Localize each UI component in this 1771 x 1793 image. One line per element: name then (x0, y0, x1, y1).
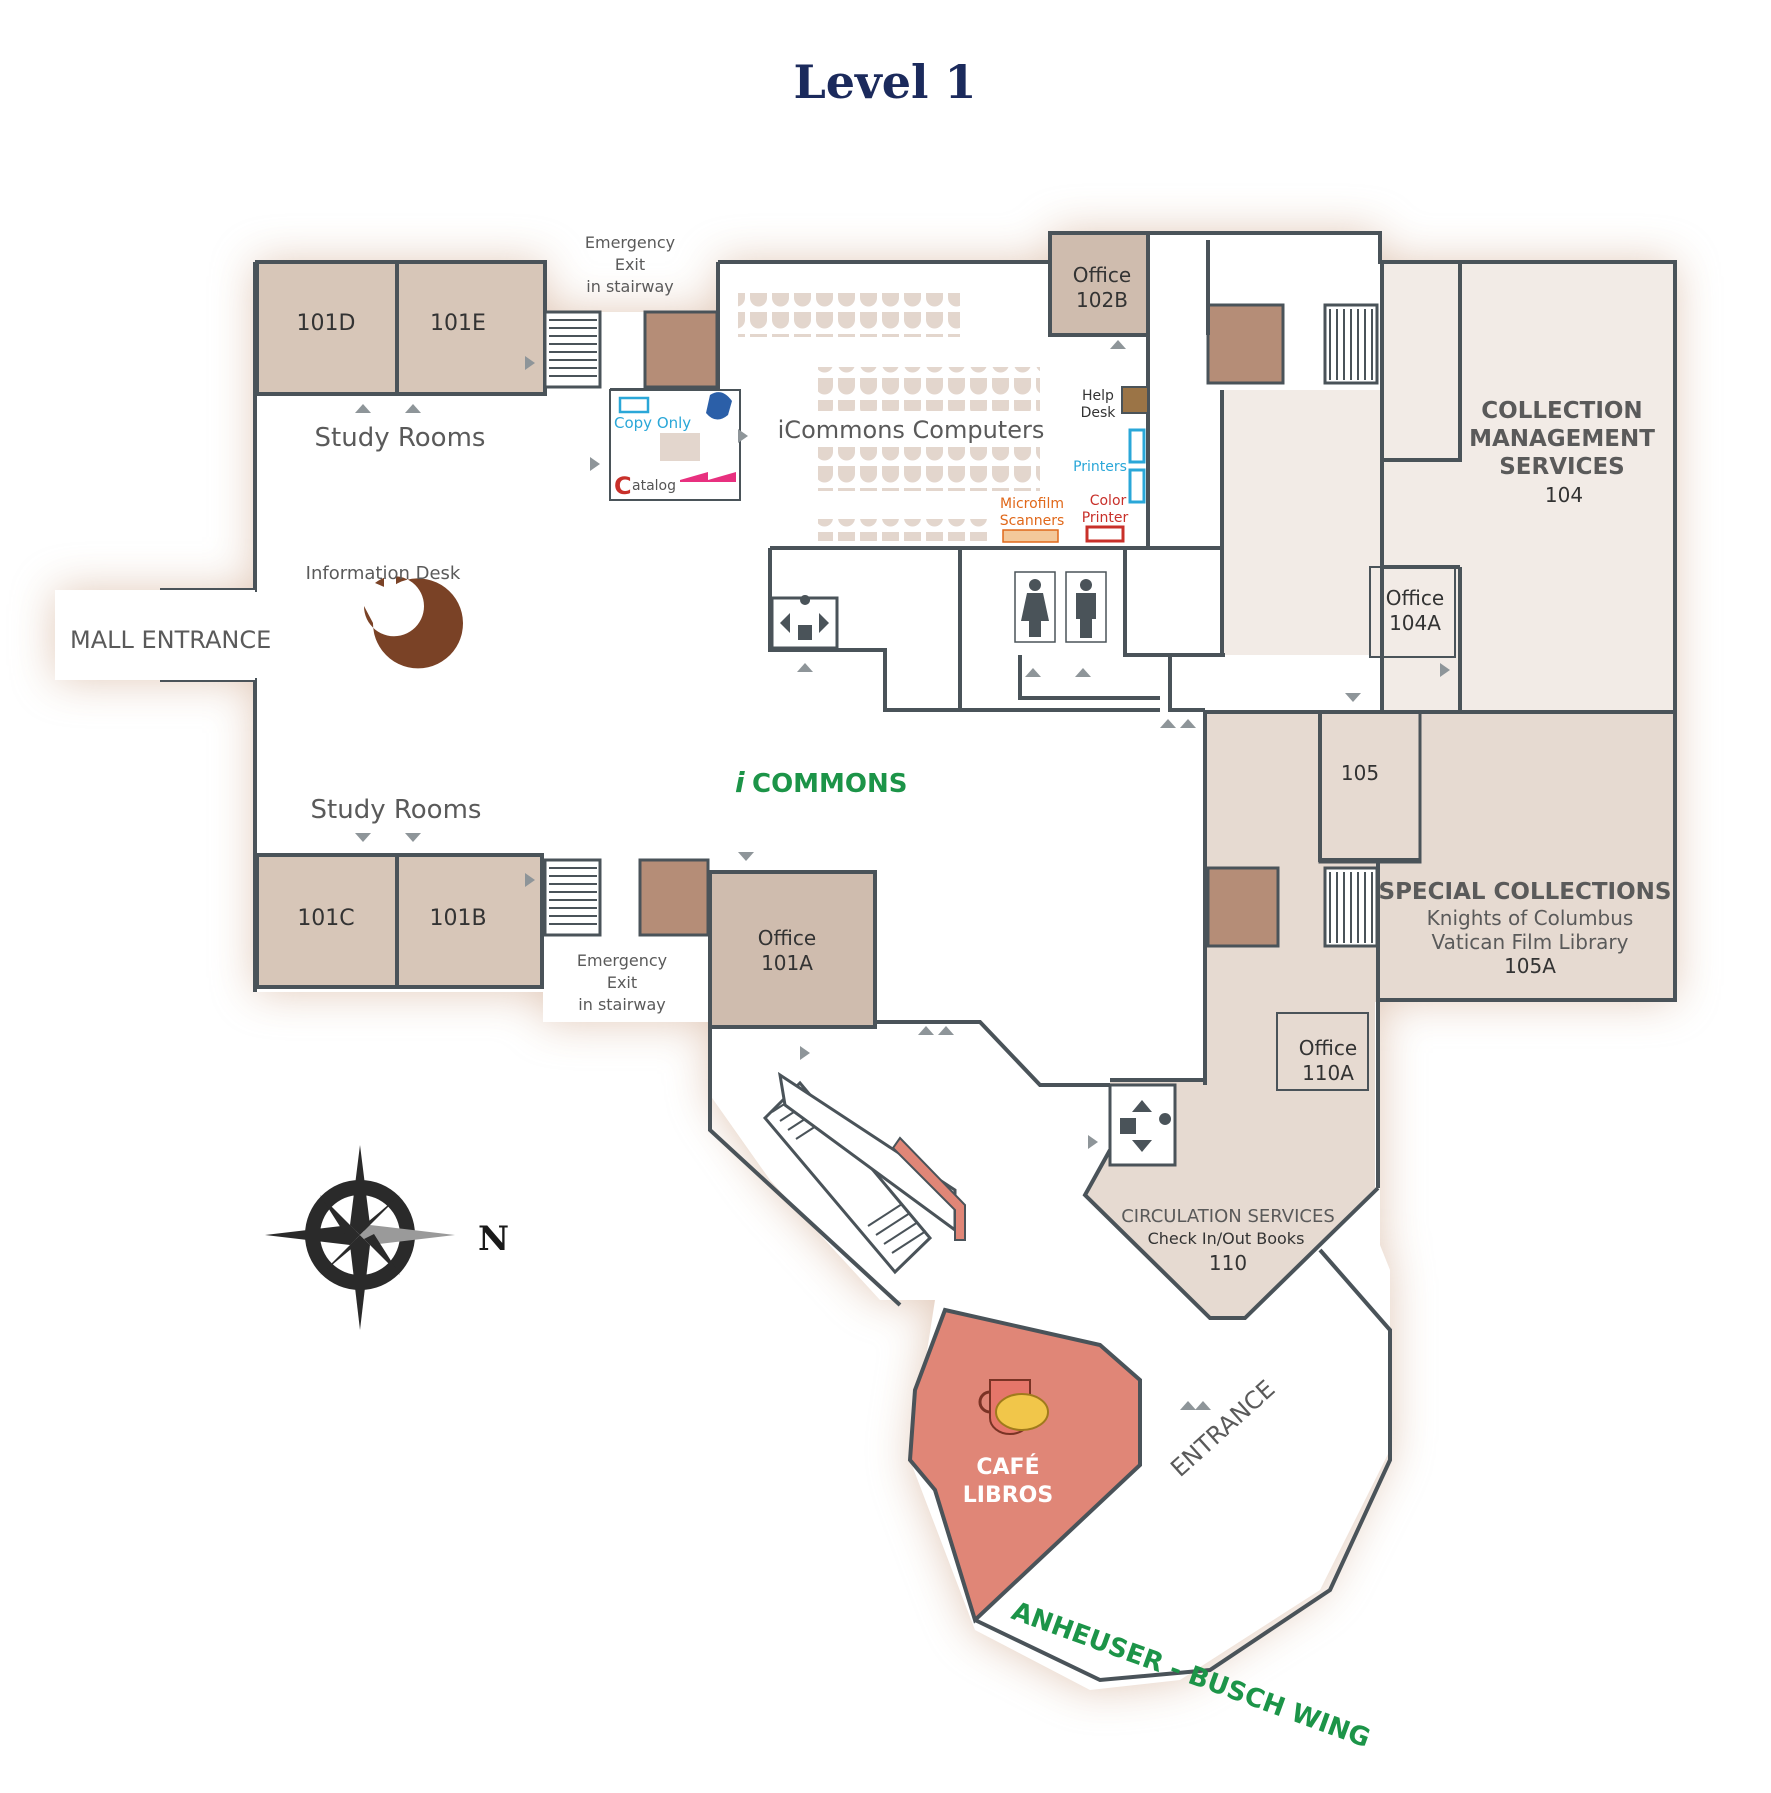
microfilm-label-2: Scanners (1000, 513, 1065, 529)
information-desk-label: Information Desk (306, 563, 461, 584)
room-101e-label: 101E (430, 311, 486, 336)
room-101b-label: 101B (429, 906, 486, 931)
room-101e[interactable] (395, 260, 547, 396)
emergency-exit-top-1: Emergency (585, 233, 675, 252)
printer-icon-1[interactable] (1128, 428, 1146, 464)
direction-arrows (355, 340, 1450, 1410)
emergency-exit-bottom-1: Emergency (577, 951, 667, 970)
emergency-exit-bottom-2: Exit (607, 973, 637, 992)
cafe-libros[interactable] (907, 1307, 1142, 1624)
icommons-computers-label: iCommons Computers (778, 416, 1045, 444)
room-101c-label: 101C (297, 906, 354, 931)
catalog-label: atalog (632, 478, 676, 494)
office-102b[interactable] (1048, 231, 1150, 337)
room-101d-label: 101D (297, 311, 356, 336)
office-104a-label-2: 104A (1389, 611, 1441, 635)
icommons-label: COMMONS (752, 769, 908, 799)
circulation-area (1085, 940, 1375, 1318)
emergency-exit-top-2: Exit (615, 255, 645, 274)
microfilm-scanner-icon[interactable] (1002, 529, 1059, 543)
study-rooms-label-top: Study Rooms (315, 423, 486, 453)
stairs-mid-right (1206, 866, 1379, 948)
compass-rose-icon (265, 1145, 455, 1330)
copier-icon[interactable] (618, 396, 650, 414)
color-printer-label-1: Color (1090, 493, 1127, 509)
back-hall-area (1222, 390, 1382, 655)
office-102b-label-2: 102B (1076, 288, 1128, 312)
study-rooms-label-bottom: Study Rooms (311, 795, 482, 825)
help-desk-icon[interactable] (1121, 386, 1149, 414)
billiken-icon (706, 392, 732, 420)
collection-label-2: MANAGEMENT (1469, 426, 1655, 452)
copy-only-label: Copy Only (614, 414, 691, 432)
icommons-label-i: i (735, 766, 745, 799)
restroom-men-icon[interactable] (1065, 571, 1107, 643)
help-desk-label-2: Desk (1081, 405, 1117, 421)
information-desk-icon[interactable] (363, 576, 463, 669)
circulation-label-3: 110 (1209, 1251, 1247, 1275)
catalog-terminals-icon[interactable] (680, 472, 736, 482)
elevator-icon-top[interactable] (770, 595, 839, 650)
elevator-icon-bottom[interactable] (1108, 1083, 1177, 1167)
special-collections-label-2: Knights of Columbus (1427, 906, 1634, 930)
mall-entrance-area[interactable] (55, 590, 255, 680)
coffee-mug-icon (978, 1379, 1049, 1435)
microfilm-label-1: Microfilm (1000, 496, 1064, 512)
office-104a-label-1: Office (1386, 586, 1444, 610)
printer-icon-2[interactable] (1128, 468, 1146, 504)
office-101a-label-1: Office (758, 926, 816, 950)
cafe-label-2: LIBROS (963, 1483, 1053, 1508)
office-110a-label-1: Office (1299, 1036, 1357, 1060)
circulation-label-2: Check In/Out Books (1148, 1229, 1305, 1248)
office-110a-label-2: 110A (1302, 1061, 1354, 1085)
printers-label: Printers (1073, 459, 1127, 475)
color-printer-label-2: Printer (1082, 510, 1129, 526)
color-printer-icon[interactable] (1085, 525, 1125, 543)
stairs-top-right (1206, 303, 1379, 385)
room-105-label: 105 (1341, 761, 1379, 785)
collection-label-3: SERVICES (1499, 454, 1625, 480)
collection-label-1: COLLECTION (1481, 398, 1642, 424)
office-101a[interactable] (708, 870, 877, 1029)
room-105-box (1318, 710, 1422, 864)
special-collections-label-3: Vatican Film Library (1431, 930, 1628, 954)
compass-north-label: N (478, 1219, 509, 1259)
office-101a-label-2: 101A (761, 951, 813, 975)
emergency-exit-top-3: in stairway (586, 277, 673, 296)
help-desk-label-1: Help (1082, 388, 1114, 404)
stairs-top-left (543, 310, 719, 389)
ramp-accent (891, 1136, 966, 1241)
computer-seats (738, 293, 1040, 541)
emergency-exit-bottom-3: in stairway (578, 995, 665, 1014)
office-102b-label-1: Office (1073, 263, 1131, 287)
catalog-c-icon: C (614, 472, 632, 500)
copy-desk (660, 433, 700, 461)
office-104a[interactable] (1369, 566, 1456, 658)
page-title: Level 1 (793, 55, 976, 109)
office-110a[interactable] (1276, 1012, 1369, 1091)
special-collections-label-4: 105A (1504, 954, 1556, 978)
mall-entrance-label: MALL ENTRANCE (70, 626, 271, 654)
room-101b[interactable] (395, 853, 544, 989)
cafe-label-1: CAFÉ (976, 1454, 1039, 1480)
special-collections-label-1: SPECIAL COLLECTIONS (1379, 879, 1672, 905)
info-desk-gap (384, 574, 396, 592)
collection-label-4: 104 (1545, 483, 1583, 507)
circulation-label-1: CIRCULATION SERVICES (1121, 1206, 1335, 1227)
restroom-women-icon[interactable] (1014, 571, 1056, 643)
stairs-bottom-left (543, 858, 710, 937)
